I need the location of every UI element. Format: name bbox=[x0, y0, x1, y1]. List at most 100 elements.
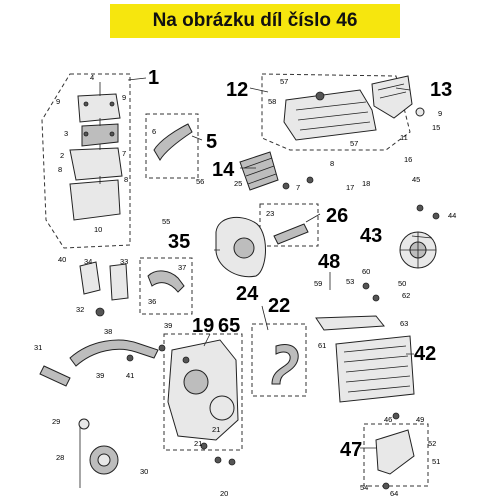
label-42: 42 bbox=[414, 343, 436, 365]
radiator-42 bbox=[335, 335, 415, 403]
label-9b: 9 bbox=[122, 93, 126, 102]
hardware-fasteners bbox=[95, 176, 440, 490]
label-12: 12 bbox=[226, 79, 248, 101]
label-44: 44 bbox=[448, 211, 456, 220]
label-3: 3 bbox=[64, 129, 68, 138]
part-24-duct bbox=[215, 216, 266, 278]
label-8a: 8 bbox=[58, 165, 62, 174]
small-part-labels: 4 9 9 3 2 7 8 8 10 57 58 57 9 15 11 16 6… bbox=[34, 73, 456, 498]
bracket-47 bbox=[375, 429, 415, 475]
label-1: 1 bbox=[148, 67, 159, 89]
hose-5 bbox=[153, 123, 193, 161]
label-22: 22 bbox=[268, 295, 290, 317]
label-19: 19 bbox=[192, 315, 214, 337]
label-6: 6 bbox=[152, 127, 156, 136]
engine-block-19 bbox=[167, 339, 239, 441]
title-banner: Na obrázku díl číslo 46 bbox=[110, 4, 400, 38]
label-21b: 21 bbox=[194, 439, 202, 448]
label-62: 62 bbox=[402, 291, 410, 300]
hose-38 bbox=[69, 339, 159, 367]
label-39b: 39 bbox=[96, 371, 104, 380]
label-4: 4 bbox=[90, 73, 94, 82]
label-61: 61 bbox=[318, 341, 326, 350]
label-26: 26 bbox=[326, 205, 348, 227]
label-39a: 39 bbox=[164, 321, 172, 330]
label-34: 34 bbox=[84, 257, 92, 266]
label-16: 16 bbox=[404, 155, 412, 164]
label-50: 50 bbox=[398, 279, 406, 288]
label-38: 38 bbox=[104, 327, 112, 336]
hose-26 bbox=[273, 223, 309, 245]
label-41: 41 bbox=[126, 371, 134, 380]
hose-22 bbox=[271, 344, 299, 385]
label-30: 30 bbox=[140, 467, 148, 476]
group-outline-19 bbox=[163, 333, 243, 451]
group-outline-26 bbox=[259, 203, 319, 247]
label-57b: 57 bbox=[350, 139, 358, 148]
thermostat-34 bbox=[79, 261, 129, 301]
label-56: 56 bbox=[196, 177, 204, 186]
pulley-28 bbox=[78, 418, 119, 488]
hose-31 bbox=[39, 365, 71, 387]
intake-box-12 bbox=[283, 89, 377, 141]
label-15: 15 bbox=[432, 123, 440, 132]
label-48: 48 bbox=[318, 251, 340, 273]
label-8b: 8 bbox=[124, 175, 128, 184]
label-52: 52 bbox=[428, 439, 436, 448]
label-43: 43 bbox=[360, 225, 382, 247]
label-53: 53 bbox=[346, 277, 354, 286]
label-46: 46 bbox=[384, 415, 392, 424]
group-outline-12 bbox=[261, 73, 411, 151]
label-13: 13 bbox=[430, 79, 452, 101]
airbox-assembly bbox=[69, 82, 123, 221]
label-8c: 8 bbox=[330, 159, 334, 168]
label-20: 20 bbox=[220, 489, 228, 498]
group-outline-5 bbox=[145, 113, 199, 179]
label-60: 60 bbox=[362, 267, 370, 276]
part-13-housing bbox=[371, 75, 425, 119]
label-24: 24 bbox=[236, 283, 259, 305]
fan-43 bbox=[399, 231, 437, 269]
label-5: 5 bbox=[206, 131, 217, 153]
hose-35 bbox=[147, 270, 185, 293]
label-14: 14 bbox=[212, 159, 235, 181]
label-55: 55 bbox=[162, 217, 170, 226]
label-23: 23 bbox=[266, 209, 274, 218]
label-17: 17 bbox=[346, 183, 354, 192]
label-58: 58 bbox=[268, 97, 276, 106]
group-outline-1 bbox=[41, 73, 131, 249]
label-36: 36 bbox=[148, 297, 156, 306]
label-33: 33 bbox=[120, 257, 128, 266]
label-63: 63 bbox=[400, 319, 408, 328]
label-9a: 9 bbox=[56, 97, 60, 106]
label-10: 10 bbox=[94, 225, 102, 234]
group-outline-47 bbox=[363, 423, 429, 487]
label-9c: 9 bbox=[438, 109, 442, 118]
label-31: 31 bbox=[34, 343, 42, 352]
label-49: 49 bbox=[416, 415, 424, 424]
part-14-filter bbox=[239, 151, 279, 191]
label-28: 28 bbox=[56, 453, 64, 462]
label-65: 65 bbox=[218, 315, 240, 337]
label-21a: 21 bbox=[212, 425, 220, 434]
label-57a: 57 bbox=[280, 77, 288, 86]
label-29: 29 bbox=[52, 417, 60, 426]
label-7b: 7 bbox=[296, 183, 300, 192]
label-45: 45 bbox=[412, 175, 420, 184]
bracket-48 bbox=[315, 315, 385, 331]
label-25: 25 bbox=[234, 179, 242, 188]
label-59: 59 bbox=[314, 279, 322, 288]
label-11: 11 bbox=[400, 133, 408, 142]
label-37: 37 bbox=[178, 263, 186, 272]
label-64: 64 bbox=[390, 489, 398, 498]
label-35: 35 bbox=[168, 231, 190, 253]
label-47: 47 bbox=[340, 439, 362, 461]
label-40: 40 bbox=[58, 255, 66, 264]
label-7: 7 bbox=[122, 149, 126, 158]
label-2: 2 bbox=[60, 151, 64, 160]
leader-lines bbox=[127, 77, 433, 449]
label-54: 54 bbox=[360, 483, 368, 492]
label-18: 18 bbox=[362, 179, 370, 188]
